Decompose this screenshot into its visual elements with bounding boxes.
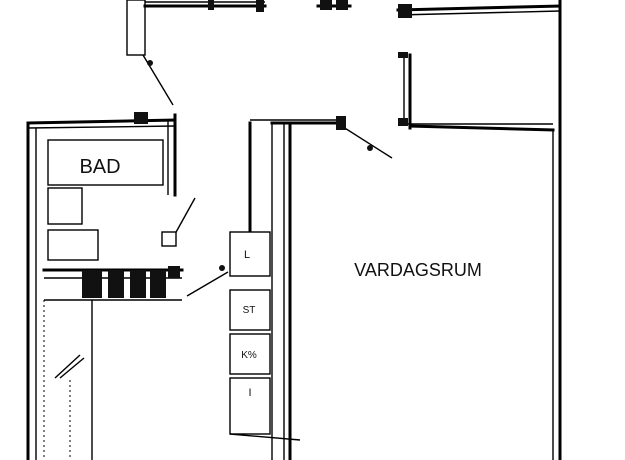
wardrobe-label-kl: K% (241, 350, 257, 361)
wardrobe-label-st: ST (243, 305, 256, 316)
kitchen (42, 266, 184, 460)
room-label-bad: BAD (79, 156, 120, 178)
wardrobe-l (229, 231, 271, 277)
living-room: VARDAGSRUM (250, 116, 482, 460)
wardrobe-st (229, 289, 271, 331)
column (126, 0, 146, 56)
top-walls (126, 0, 562, 56)
room-label-vardagsrum: VARDAGSRUM (354, 260, 482, 280)
door-post (161, 231, 177, 247)
wardrobe-label-i: I (248, 387, 251, 399)
bathtub (47, 139, 164, 186)
sink (47, 229, 99, 261)
partition-wall (398, 52, 555, 132)
wardrobe-kl (229, 333, 271, 375)
right-wall (552, 0, 562, 460)
wardrobe-i (229, 377, 271, 435)
wardrobe-label-l: L (244, 249, 250, 261)
door-swings (142, 54, 393, 297)
bathroom: BAD (26, 112, 177, 460)
closet-column: L ST K% I (229, 121, 301, 460)
toilet (47, 187, 83, 225)
